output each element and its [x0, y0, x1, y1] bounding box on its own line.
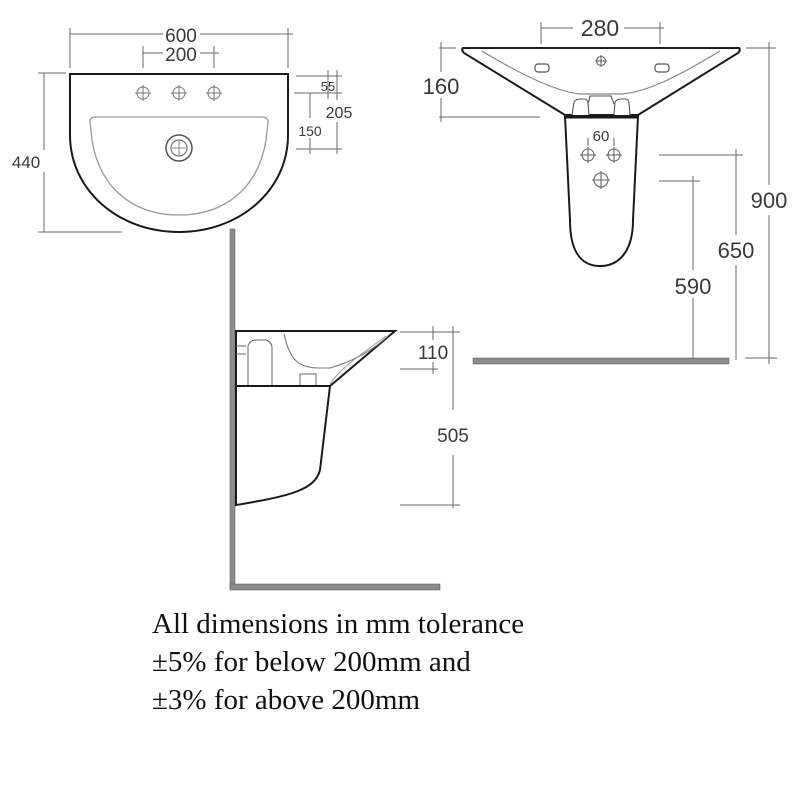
front-dim-lines: [439, 22, 777, 364]
dim-tap-spacing-200: 200: [165, 45, 197, 66]
wall-line: [229, 228, 236, 590]
dim-bowl-width-280: 280: [581, 15, 619, 41]
note-line-3: ±3% for above 200mm: [152, 684, 420, 716]
dim-overall-height-900: 900: [751, 188, 788, 213]
dim-waste-offset-150: 150: [298, 123, 322, 139]
overflow-slot-icon: [534, 63, 550, 73]
dim-tap-offset-55: 55: [321, 79, 335, 94]
floor-line-front: [472, 357, 730, 365]
note-line-1: All dimensions in mm tolerance: [152, 608, 525, 640]
dim-bowl-depth-110: 110: [418, 343, 448, 364]
dim-pedestal-height-505: 505: [437, 426, 469, 447]
basin-underside: [571, 95, 631, 116]
dim-depth-440: 440: [12, 153, 40, 172]
dim-width-600: 600: [165, 26, 197, 47]
dim-overall-offset-205: 205: [326, 105, 353, 122]
basin-rim-detail: [329, 335, 387, 385]
dim-bowl-height-160: 160: [423, 74, 460, 99]
dim-600-lines: [38, 28, 342, 233]
tap-hole-icon: [595, 55, 607, 67]
basin-bowl-front: [481, 50, 721, 95]
overflow-slot-icon: [654, 63, 670, 73]
basin-underside-side: [236, 339, 317, 386]
top-view: 600 200 440 55 205 150: [12, 26, 353, 234]
side-dim-lines: [400, 326, 460, 508]
dim-height-650: 650: [718, 238, 755, 263]
note-line-2: ±5% for below 200mm and: [152, 646, 471, 678]
tolerance-note: All dimensions in mm tolerance ±5% for b…: [152, 605, 524, 719]
dim-pedestal-hole-spacing-60: 60: [593, 128, 610, 145]
floor-line-side: [229, 583, 441, 591]
pedestal-side: [235, 385, 332, 507]
waste-outlet-icon: [165, 134, 193, 162]
basin-bowl-top: [89, 116, 269, 216]
pedestal-hole-icons: [580, 138, 622, 189]
front-view: 60 280 160 900 650 590: [423, 15, 788, 365]
side-view: 110 505: [229, 228, 469, 591]
tap-hole-icons: [135, 85, 222, 101]
basin-bowl-side: [283, 333, 391, 369]
dim-waste-height-590: 590: [675, 274, 712, 299]
